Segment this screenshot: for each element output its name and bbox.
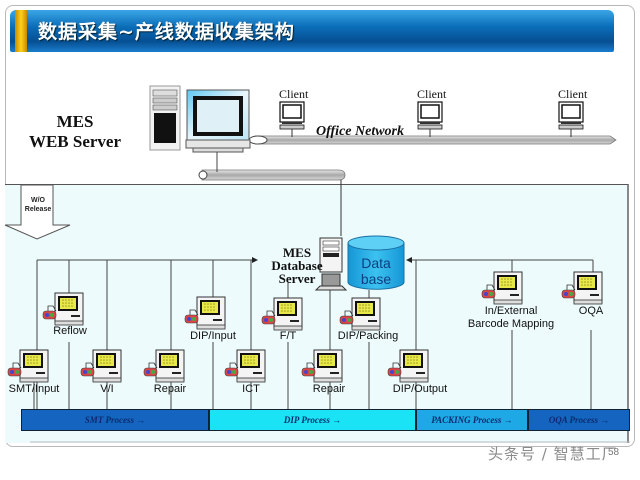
station-label-smt-repair: Repair bbox=[153, 383, 187, 395]
mes-web-server-label: MES WEB Server bbox=[20, 112, 130, 152]
oqa-workstation-icon bbox=[561, 271, 603, 305]
database-label-line1: Data bbox=[361, 255, 391, 271]
station-label-dip-output: DIP/Output bbox=[392, 383, 448, 395]
wo-release-arrow bbox=[4, 184, 71, 240]
slide-title: 数据采集~产线数据收集架构 bbox=[38, 21, 295, 43]
station-label-ft: F/T bbox=[279, 330, 297, 342]
dip-repair-workstation-icon bbox=[301, 349, 343, 383]
process-bar-oqa: OQA Process → bbox=[528, 409, 630, 431]
wo-release-label-line1: W/O bbox=[31, 197, 45, 204]
ict-workstation-icon bbox=[224, 349, 266, 383]
process-bar-packing: PACKING Process → bbox=[416, 409, 528, 431]
right-bus-lines bbox=[407, 259, 594, 409]
database-server-icon bbox=[314, 237, 348, 291]
station-label-dip-repair: Repair bbox=[312, 383, 346, 395]
watermark-text: 头条号 / 智慧工厂 bbox=[488, 445, 618, 463]
station-label-smt-input: SMT/Input bbox=[8, 383, 60, 395]
dip-input-workstation-icon bbox=[184, 296, 226, 330]
web-server-monitor-icon bbox=[185, 89, 251, 153]
client-label: Client bbox=[279, 87, 309, 101]
client-computer-icon bbox=[417, 101, 443, 130]
vi-workstation-icon bbox=[80, 349, 122, 383]
dip-output-workstation-icon bbox=[387, 349, 429, 383]
barcode-mapping-line1: In/External bbox=[484, 305, 538, 317]
station-label-barcode-mapping: In/External Barcode Mapping bbox=[463, 305, 559, 331]
office-network-label: Office Network bbox=[316, 124, 404, 139]
db-server-label-line1: MES bbox=[282, 245, 312, 260]
station-label-vi: V/I bbox=[100, 383, 114, 395]
client-label: Client bbox=[417, 87, 447, 101]
db-server-label-line3: Server bbox=[278, 271, 316, 286]
station-label-dip-packing: DIP/Packing bbox=[337, 330, 399, 342]
process-bar-dip: DIP Process → bbox=[209, 409, 416, 431]
barcode-mapping-workstation-icon bbox=[481, 271, 523, 305]
middle-bus-lines bbox=[250, 283, 370, 409]
page-number: 58 bbox=[608, 447, 620, 458]
wo-release-label: W/O Release bbox=[22, 196, 54, 214]
factory-backbone-pipe bbox=[198, 148, 346, 181]
mes-database-server-label: MES Database Server bbox=[258, 246, 336, 285]
client-computer-icon bbox=[279, 101, 305, 130]
database-label: Data base bbox=[348, 255, 404, 287]
station-label-ict: ICT bbox=[242, 383, 260, 395]
production-line-panel bbox=[5, 184, 629, 443]
wo-release-label-line2: Release bbox=[24, 206, 52, 213]
mes-web-server-label-line1: MES bbox=[56, 112, 94, 131]
db-server-label-line2: Database bbox=[271, 258, 323, 273]
ft-workstation-icon bbox=[261, 297, 303, 331]
title-bar bbox=[10, 10, 614, 52]
process-bar-smt: SMT Process → bbox=[21, 409, 209, 431]
office-network-pipe bbox=[248, 135, 617, 145]
smt-input-workstation-icon bbox=[7, 349, 49, 383]
station-label-reflow: Reflow bbox=[53, 325, 87, 337]
station-label-oqa: OQA bbox=[578, 305, 604, 317]
station-label-dip-input: DIP/Input bbox=[190, 330, 236, 342]
barcode-mapping-line2: Barcode Mapping bbox=[467, 318, 555, 330]
reflow-workstation-icon bbox=[42, 292, 84, 326]
client-computer-icon bbox=[558, 101, 584, 130]
dip-packing-workstation-icon bbox=[339, 297, 381, 331]
web-server-tower-icon bbox=[149, 85, 181, 151]
client-label: Client bbox=[558, 87, 588, 101]
database-label-line2: base bbox=[360, 271, 392, 287]
mes-web-server-label-line2: WEB Server bbox=[28, 132, 122, 151]
database-cylinder-icon bbox=[347, 235, 405, 290]
title-accent bbox=[15, 10, 27, 52]
smt-repair-workstation-icon bbox=[143, 349, 185, 383]
